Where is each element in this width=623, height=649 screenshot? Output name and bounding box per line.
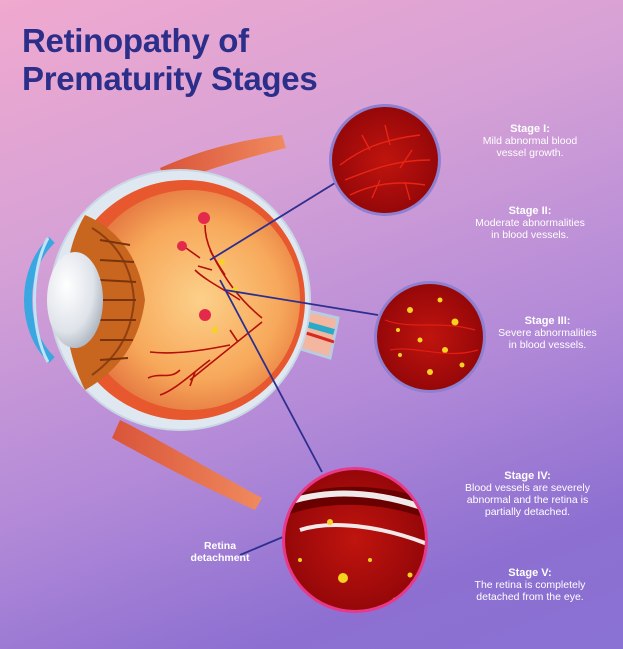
stage-4-heading: Stage IV: — [504, 470, 551, 482]
stage-2-label: Stage II: Moderate abnormalities in bloo… — [455, 205, 605, 241]
stage-3-heading: Stage III: — [524, 315, 571, 327]
stage-3-label: Stage III: Severe abnormalities in blood… — [480, 315, 615, 351]
stage-3-desc-2: in blood vessels. — [508, 339, 587, 351]
callout-line-2: detachment — [190, 552, 250, 564]
title-line-1: Retinopathy of — [22, 22, 249, 59]
stage-5-heading: Stage V: — [508, 567, 552, 579]
page-title: Retinopathy of Prematurity Stages — [22, 22, 318, 98]
stage-4-desc-1: Blood vessels are severely — [465, 482, 590, 494]
stage-1-heading: Stage I: — [510, 123, 550, 135]
stage-2-heading: Stage II: — [508, 205, 552, 217]
stage-1-desc-1: Mild abnormal blood — [482, 135, 578, 147]
stage-3-desc-1: Severe abnormalities — [498, 327, 597, 339]
stage-1-circle — [329, 104, 441, 216]
stage-5-desc-2: detached from the eye. — [476, 591, 584, 603]
stage-1-desc-2: vessel growth. — [496, 147, 564, 159]
stage-4-desc-3: partially detached. — [484, 506, 571, 518]
stage-4-label: Stage IV: Blood vessels are severely abn… — [445, 470, 610, 518]
stage-5-desc-1: The retina is completely — [474, 579, 586, 591]
stage-2-desc-2: in blood vessels. — [491, 229, 569, 241]
retina-detachment-label: Retina detachment — [180, 540, 260, 564]
stage-3-circle — [374, 281, 486, 393]
stage-4-circle — [282, 467, 428, 613]
title-line-2: Prematurity Stages — [22, 60, 318, 97]
stage-1-label: Stage I: Mild abnormal blood vessel grow… — [455, 123, 605, 159]
stage-2-desc-1: Moderate abnormalities — [475, 217, 585, 229]
eyeball — [24, 169, 311, 431]
stage-4-desc-2: abnormal and the retina is — [466, 494, 589, 506]
stage-5-label: Stage V: The retina is completely detach… — [455, 567, 605, 603]
callout-line-1: Retina — [203, 540, 237, 552]
